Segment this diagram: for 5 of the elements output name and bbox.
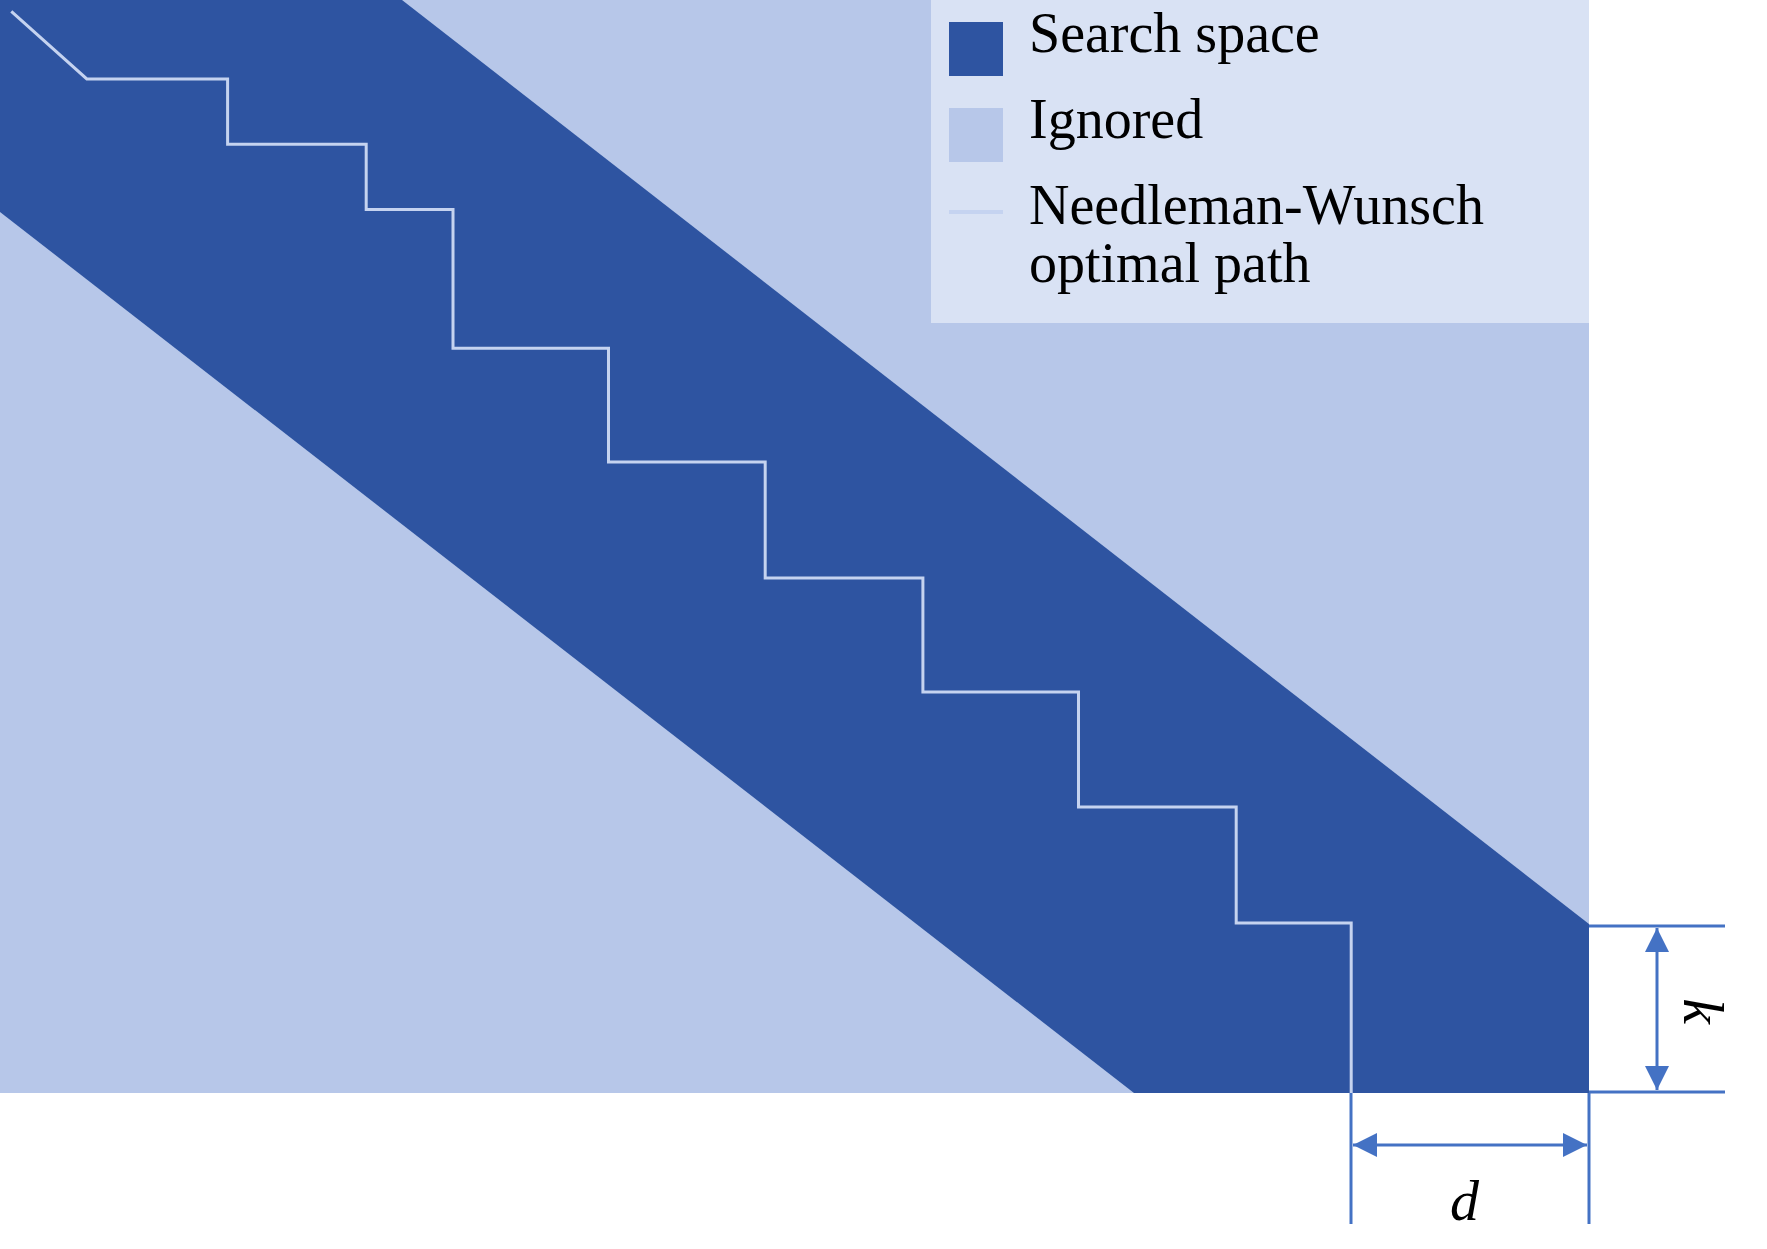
legend-text: Search space [1029,4,1321,62]
legend-text: Needleman-Wunsch optimal path [1029,176,1485,292]
legend-text: Ignored [1029,90,1205,148]
dimension-label: d [1450,1172,1479,1230]
dimension-label: k [1673,998,1732,1024]
